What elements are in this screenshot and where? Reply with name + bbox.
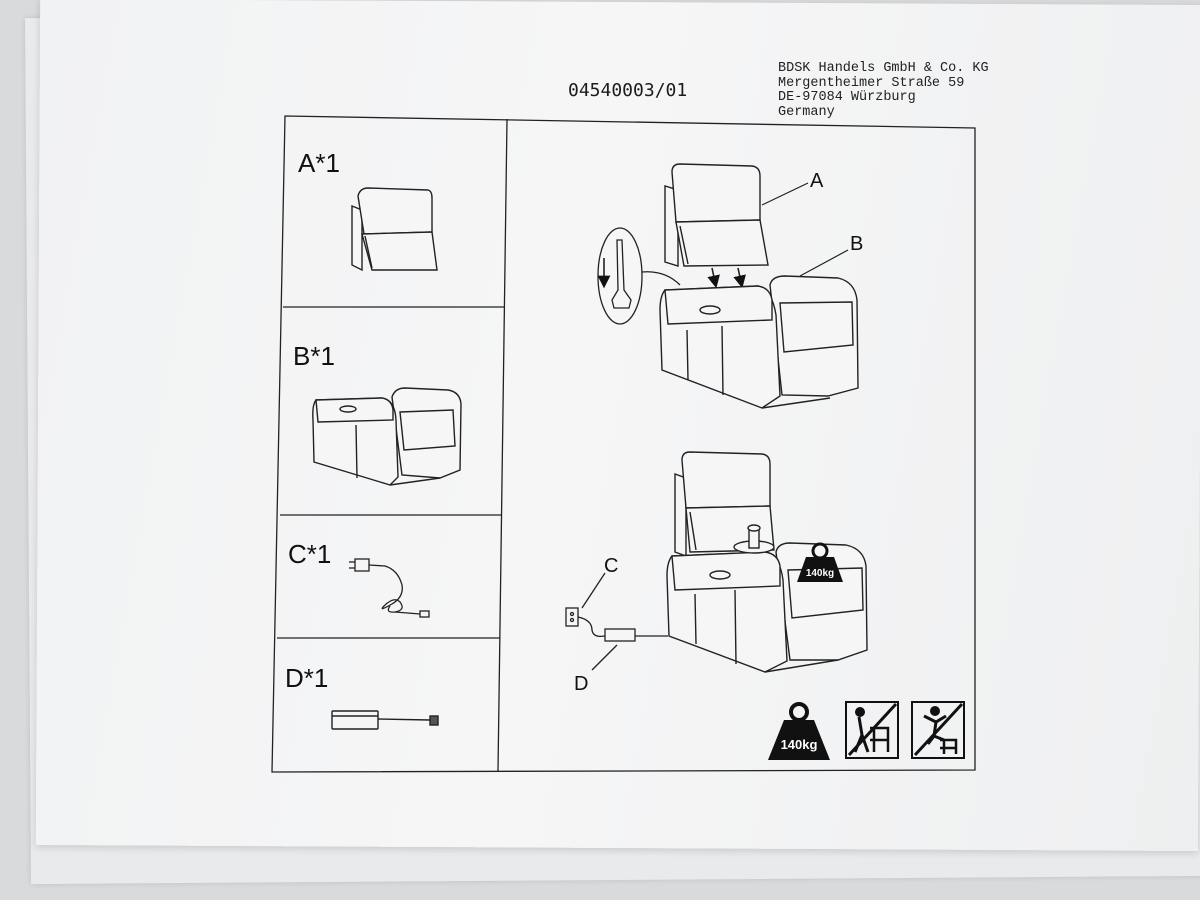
callout-a: A (810, 170, 824, 192)
assembly-step-2 (666, 451, 868, 673)
callout-d: D (574, 673, 588, 695)
part-label-d: D*1 (285, 663, 328, 693)
parts-frame (271, 115, 976, 773)
weight-limit-icon (768, 702, 830, 760)
no-standing-on-chair-icon (845, 701, 899, 759)
address-line: Mergentheimer Straße 59 (778, 75, 965, 91)
address-line: DE-97084 Würzburg (778, 90, 916, 105)
address-line: BDSK Handels GmbH & Co. KG (778, 61, 989, 76)
no-jumping-on-chair-icon (911, 701, 965, 759)
part-label-c: C*1 (288, 539, 331, 569)
chair-weight-label: 140kg (806, 568, 834, 579)
wall-socket-icon (565, 607, 579, 627)
backrest-icon (351, 187, 438, 272)
address-line: Germany (778, 104, 835, 120)
document-number: 04540003/01 (568, 80, 688, 101)
assembly-step-1 (659, 163, 859, 409)
callout-c: C (604, 555, 618, 577)
power-cable-icon (349, 558, 430, 618)
part-label-a: A*1 (298, 148, 340, 178)
armchair-base-icon (312, 387, 462, 486)
callout-b: B (850, 233, 863, 255)
connected-cables (577, 572, 668, 671)
chair-weight-icon (797, 542, 843, 582)
manufacturer-address: BDSK Handels GmbH & Co. KG Mergentheimer… (778, 61, 989, 120)
weight-limit-label: 140kg (781, 737, 818, 752)
part-label-b: B*1 (293, 341, 335, 371)
backrest-bracket-detail (597, 227, 681, 325)
power-adapter-icon (331, 710, 439, 730)
